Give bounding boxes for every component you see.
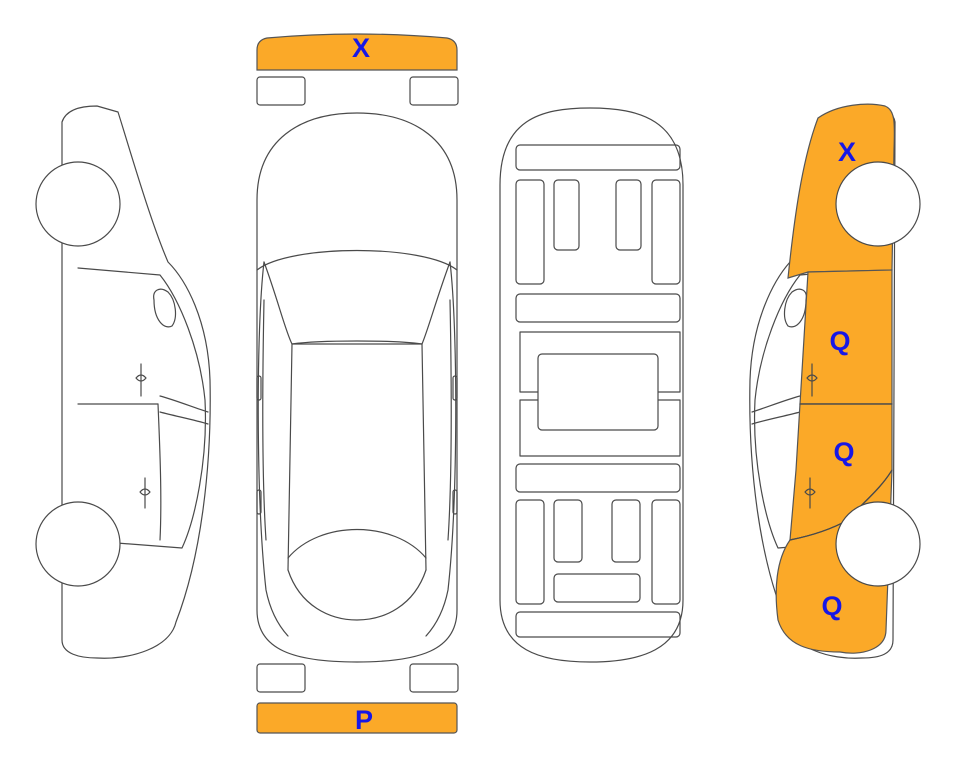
right-roof-rail (421, 343, 427, 571)
underbody-cross-member-front (515, 293, 681, 323)
right-front-door-handle (806, 363, 818, 397)
underbody-right-inner-rear (611, 499, 641, 563)
rear-left-wheel-outline (256, 663, 306, 693)
left-mirror (153, 288, 177, 328)
right-lower-glass (751, 411, 801, 425)
left-body-outline (61, 105, 211, 659)
right-side-crease (425, 261, 457, 637)
left-mirror-top (256, 375, 262, 401)
underbody-cross-member-rear (515, 463, 681, 493)
top-body-outline (256, 112, 458, 663)
right-upper-glass (751, 395, 801, 413)
left-door-line (262, 299, 267, 541)
right-rear-wheel (835, 501, 921, 587)
right-handle-top (452, 489, 458, 515)
left-side-view (35, 105, 211, 659)
right-rear-quarter-code: Q (821, 591, 842, 621)
right-mirror (783, 288, 807, 328)
right-front-door-code: Q (829, 326, 850, 356)
underbody-outline (499, 107, 684, 663)
underbody-center-panel (537, 353, 659, 431)
underbody-left-sill (519, 331, 681, 393)
rear-right-wheel-outline (409, 663, 459, 693)
windshield-base (256, 249, 458, 271)
underbody-left-rail-rear (515, 499, 545, 605)
right-rear-door-handle (804, 477, 816, 509)
underbody-spare-well (553, 573, 641, 603)
rear-bumper-code: P (355, 705, 373, 735)
rear-window-line (287, 528, 427, 559)
front-left-wheel-outline (256, 76, 306, 106)
underbody-left-inner-rear (553, 499, 583, 563)
roof-outline (263, 261, 451, 345)
left-upper-glass (159, 395, 209, 413)
windshield-top-line (291, 340, 423, 345)
right-door-line (447, 299, 452, 541)
right-front-wheel (835, 161, 921, 247)
underbody-left-inner-front (553, 179, 580, 251)
left-side-crease (257, 261, 289, 637)
left-handle-top (256, 489, 262, 515)
underbody-view (499, 107, 684, 663)
underbody-right-inner-front (615, 179, 642, 251)
right-side-view: X Q Q Q (749, 103, 921, 659)
right-mirror-top (452, 375, 458, 401)
underbody-front-panel (515, 144, 681, 171)
top-view: X P (256, 33, 459, 735)
front-right-wheel-outline (409, 76, 459, 106)
underbody-right-rail-rear (651, 499, 681, 605)
front-bumper-code: X (352, 33, 370, 63)
left-front-wheel (35, 161, 121, 247)
left-lower-glass (159, 411, 209, 425)
trunk-outline (287, 569, 427, 621)
underbody-rear-panel (515, 611, 681, 638)
left-rear-wheel (35, 501, 121, 587)
left-rear-door-handle (139, 477, 151, 509)
underbody-left-rail-front (515, 179, 545, 285)
left-roof-rail (287, 343, 293, 571)
left-front-door-handle (135, 363, 147, 397)
right-rear-door-code: Q (833, 437, 854, 467)
right-front-fender-code: X (838, 137, 856, 167)
underbody-right-rail-front (651, 179, 681, 285)
left-window-line (77, 267, 207, 549)
left-pillar (157, 403, 162, 541)
right-window-line (753, 267, 881, 549)
rear-bumper (256, 702, 458, 734)
front-bumper (256, 33, 458, 71)
